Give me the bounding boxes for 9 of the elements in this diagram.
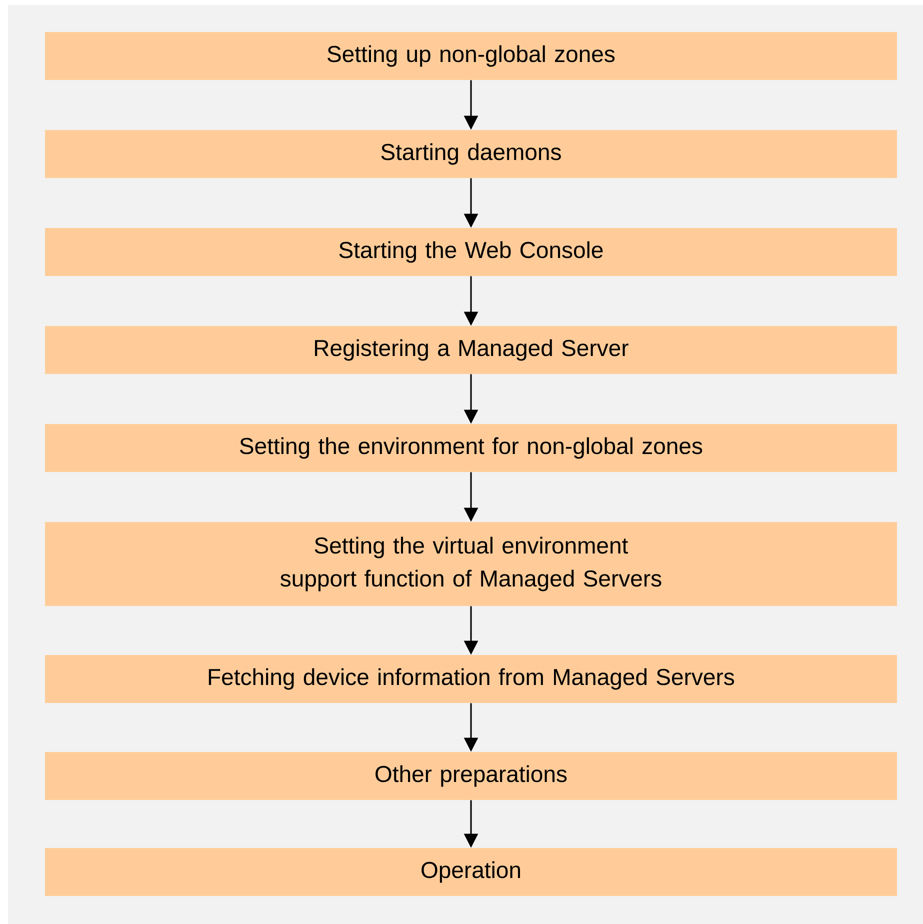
step-box: Other preparations <box>45 752 897 800</box>
step-box: Starting daemons <box>45 130 897 178</box>
step-box: Operation <box>45 848 897 896</box>
step-box: Registering a Managed Server <box>45 326 897 374</box>
step-box: Setting the virtual environment support function of Managed Servers <box>45 522 897 606</box>
step-box: Setting the environment for non-global zones <box>45 424 897 472</box>
step-box: Setting up non-global zones <box>45 32 897 80</box>
step-box: Starting the Web Console <box>45 228 897 276</box>
step-box: Fetching device information from Managed Servers <box>45 655 897 703</box>
